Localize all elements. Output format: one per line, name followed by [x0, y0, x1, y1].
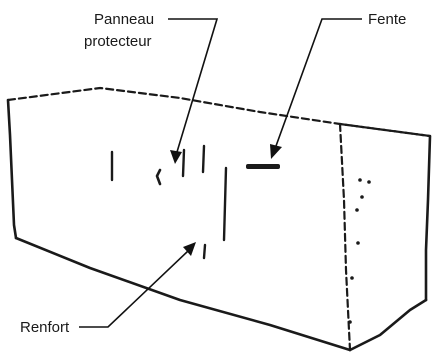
- box-front-right-edge: [338, 122, 352, 352]
- slot-leader-line: [275, 18, 362, 147]
- panel-label-line1: Panneau: [94, 11, 154, 28]
- side-dot: [348, 320, 352, 324]
- box-left-edge: [6, 98, 18, 240]
- box-right-edge: [424, 134, 432, 302]
- slot-mark: [246, 164, 280, 169]
- reinforcement-line-lower: [202, 243, 207, 260]
- side-panel-dots: [348, 178, 371, 324]
- panel-label-line2: protecteur: [84, 33, 152, 50]
- side-dot: [358, 178, 362, 182]
- side-dot: [355, 208, 359, 212]
- panel-tab: [155, 168, 162, 186]
- side-dot: [356, 241, 360, 245]
- box-side-bottom-edge: [348, 298, 428, 352]
- box-side-top-edge: [338, 122, 432, 138]
- slot-label: Fente: [368, 11, 406, 28]
- callouts: [79, 18, 362, 328]
- box-bottom-edge: [14, 236, 352, 352]
- reinforcement-leader-line: [79, 250, 189, 328]
- reinforcement-label: Renfort: [20, 319, 70, 336]
- side-dot: [350, 276, 354, 280]
- side-dot: [360, 195, 364, 199]
- panel-arrowhead: [170, 150, 182, 164]
- reinforcement: [202, 166, 228, 260]
- box-top-edge: [6, 86, 432, 138]
- reinforcement-line: [222, 166, 228, 242]
- panel-line-middle: [181, 148, 186, 178]
- box-drawing: [6, 86, 432, 352]
- panel-line-right: [201, 144, 206, 174]
- protective-panel: [110, 144, 206, 186]
- reinforcement-arrowhead: [183, 242, 196, 256]
- slot-arrowhead: [270, 144, 282, 159]
- panel-leader-line: [168, 18, 219, 153]
- side-dot: [367, 180, 371, 184]
